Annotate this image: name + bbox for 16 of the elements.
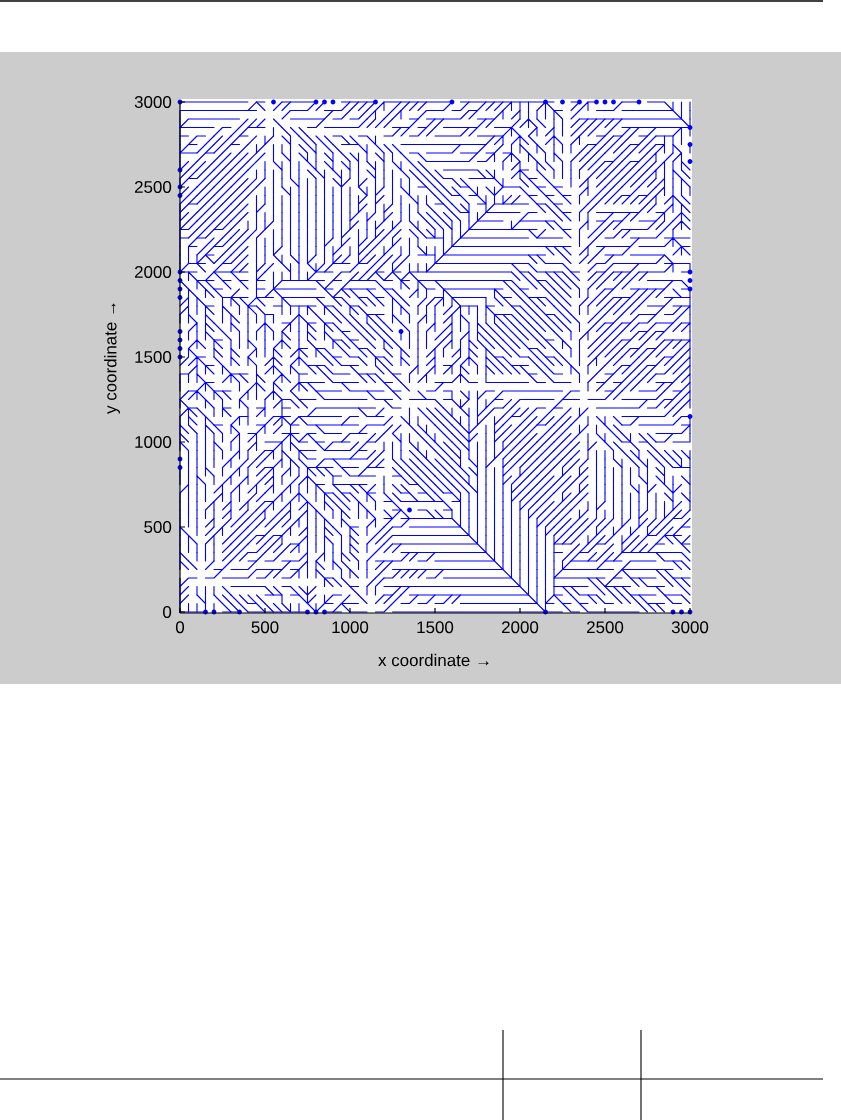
tick-label: 2000: [502, 621, 539, 634]
tick-label: 2000: [135, 266, 172, 278]
tick-label: 1500: [135, 351, 172, 363]
axis-title: x coordinate →: [378, 653, 489, 667]
tick-label: 3000: [134, 96, 172, 108]
tick-label: 3000: [671, 621, 709, 634]
tick-label: 1000: [332, 621, 369, 634]
tick-label: 500: [144, 521, 172, 533]
tick-label: 0: [163, 606, 172, 618]
axis-title: y coordinate →: [104, 303, 120, 414]
tick-label: 500: [251, 621, 279, 634]
tick-label: 2500: [587, 621, 624, 634]
tick-label: 2500: [135, 181, 172, 193]
tick-label: 0: [175, 621, 185, 634]
tick-label: 1500: [417, 621, 454, 634]
tick-label: 1000: [135, 436, 172, 448]
